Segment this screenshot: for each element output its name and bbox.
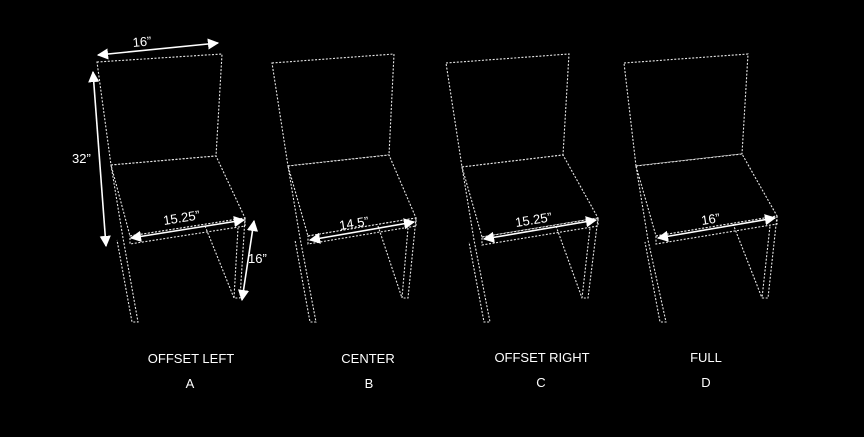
chair-d-seat-dimension (656, 214, 777, 242)
chair-c-right-panel (581, 217, 599, 299)
chair-d-right-panel (761, 215, 778, 299)
chair-c-backrest (445, 53, 570, 168)
chair-b: 14.5” CENTER B (271, 53, 417, 391)
chair-b-back-leg (377, 225, 403, 299)
chair-d-left-leg (635, 165, 667, 323)
chair-a-left-leg (110, 164, 139, 323)
chair-d-backrest (623, 53, 749, 167)
chair-c: 15.25” OFFSET RIGHT C (445, 53, 599, 390)
chair-b-right-panel (401, 217, 417, 299)
chair-d-letter: D (701, 375, 710, 390)
back-width-label: 16” (132, 33, 152, 50)
chair-d-seat-width-label: 16” (700, 210, 721, 228)
chair-a-backrest (96, 53, 223, 166)
chair-a-back-leg (204, 225, 235, 299)
chair-c-name: OFFSET RIGHT (494, 350, 589, 365)
height-label: 32” (72, 151, 91, 166)
chair-a-back-width-dimension (96, 38, 220, 60)
chair-d-back-leg (732, 223, 763, 299)
chair-c-letter: C (536, 375, 545, 390)
chair-b-seat-dimension (308, 218, 416, 244)
chair-d-name: FULL (690, 350, 722, 365)
chair-a-seat-width-label: 15.25” (162, 207, 201, 228)
chair-a-height-dimension (88, 70, 111, 248)
chair-a-seat-dimension (129, 216, 246, 242)
chair-d: 16” FULL D (623, 53, 778, 390)
depth-label: 16” (248, 251, 267, 266)
chair-a-name: OFFSET LEFT (148, 351, 234, 366)
chair-c-back-leg (555, 225, 583, 299)
chair-c-seat-width-label: 15.25” (514, 209, 553, 230)
chair-a-letter: A (186, 376, 195, 391)
chair-a-depth-dimension (237, 219, 259, 302)
chair-b-seat-width-label: 14.5” (338, 214, 370, 233)
chair-b-backrest (271, 53, 395, 167)
chair-b-name: CENTER (341, 351, 394, 366)
chair-a: 16” 32” 16” 15.25” OFFSET LEFT A (72, 33, 267, 391)
chair-b-letter: B (365, 376, 374, 391)
chair-c-seat-dimension (482, 216, 598, 243)
chair-b-left-leg (287, 165, 317, 323)
